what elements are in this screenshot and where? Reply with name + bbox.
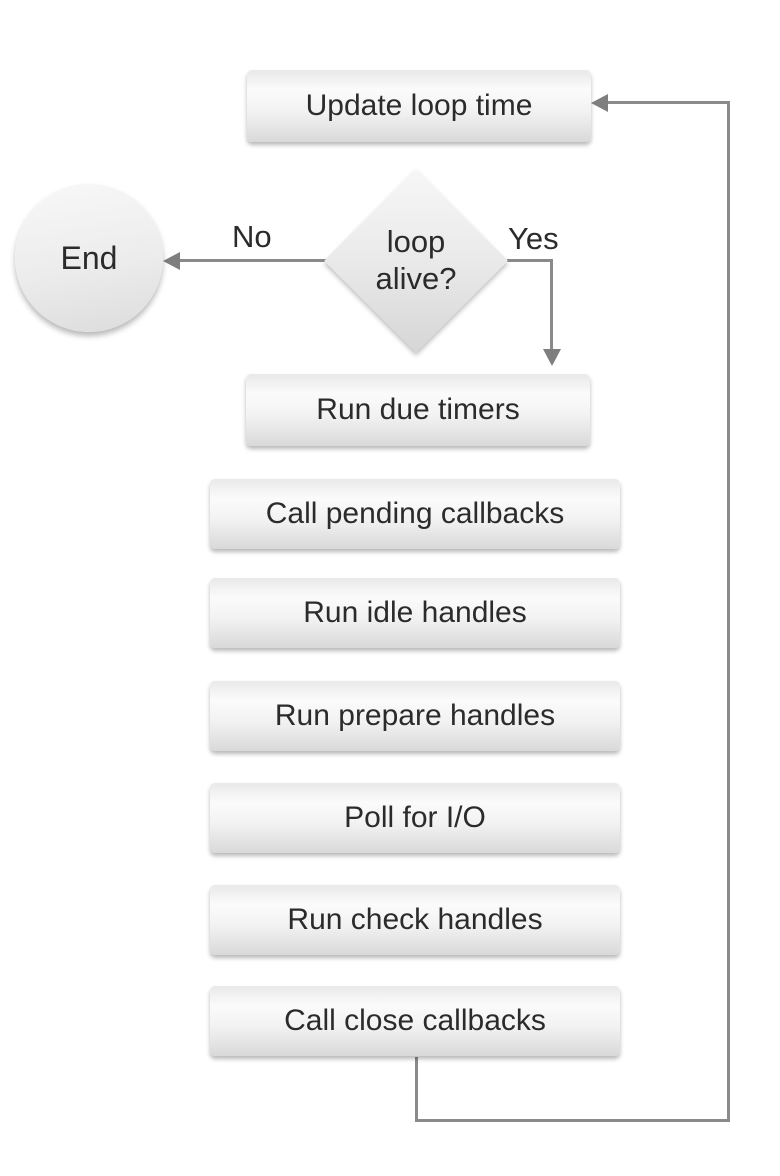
- loopback-bottom-line: [415, 1119, 730, 1122]
- terminator-label: End: [60, 239, 118, 276]
- process-label: Poll for I/O: [344, 801, 486, 834]
- no-branch-label: No: [232, 219, 272, 254]
- terminator-end: End: [15, 184, 163, 332]
- loopback-arrowhead-icon: [591, 94, 608, 112]
- decision-label-line1: loop: [386, 224, 446, 260]
- yes-branch-h-line: [507, 259, 553, 262]
- process-label: Run due timers: [316, 393, 520, 426]
- process-box-poll-for-io: Poll for I/O: [210, 783, 620, 853]
- decision-label: loop alive?: [326, 171, 506, 351]
- process-label: Call pending callbacks: [265, 497, 565, 530]
- process-label: Run check handles: [287, 903, 543, 936]
- process-label: Run prepare handles: [274, 699, 556, 732]
- process-box-update-loop-time: Update loop time: [247, 70, 591, 142]
- no-branch-arrowhead-icon: [163, 252, 180, 270]
- yes-branch-label: Yes: [508, 221, 559, 256]
- loopback-stub-line: [415, 1057, 418, 1122]
- loopback-right-line: [727, 101, 730, 1122]
- no-branch-line: [176, 259, 326, 262]
- yes-branch-v-line: [550, 259, 553, 351]
- process-box-call-close-callbacks: Call close callbacks: [210, 986, 620, 1056]
- process-box-run-idle-handles: Run idle handles: [210, 578, 620, 648]
- process-box-run-check-handles: Run check handles: [210, 885, 620, 955]
- process-box-call-pending-callbacks: Call pending callbacks: [210, 479, 620, 549]
- process-label: Update loop time: [305, 89, 533, 122]
- yes-branch-arrowhead-icon: [543, 349, 561, 366]
- loopback-top-line: [605, 101, 730, 104]
- decision-label-line2: alive?: [375, 261, 457, 296]
- process-label: Run idle handles: [303, 596, 527, 629]
- process-box-run-prepare-handles: Run prepare handles: [210, 681, 620, 751]
- process-box-run-due-timers: Run due timers: [246, 374, 590, 446]
- process-label: Call close callbacks: [284, 1004, 546, 1037]
